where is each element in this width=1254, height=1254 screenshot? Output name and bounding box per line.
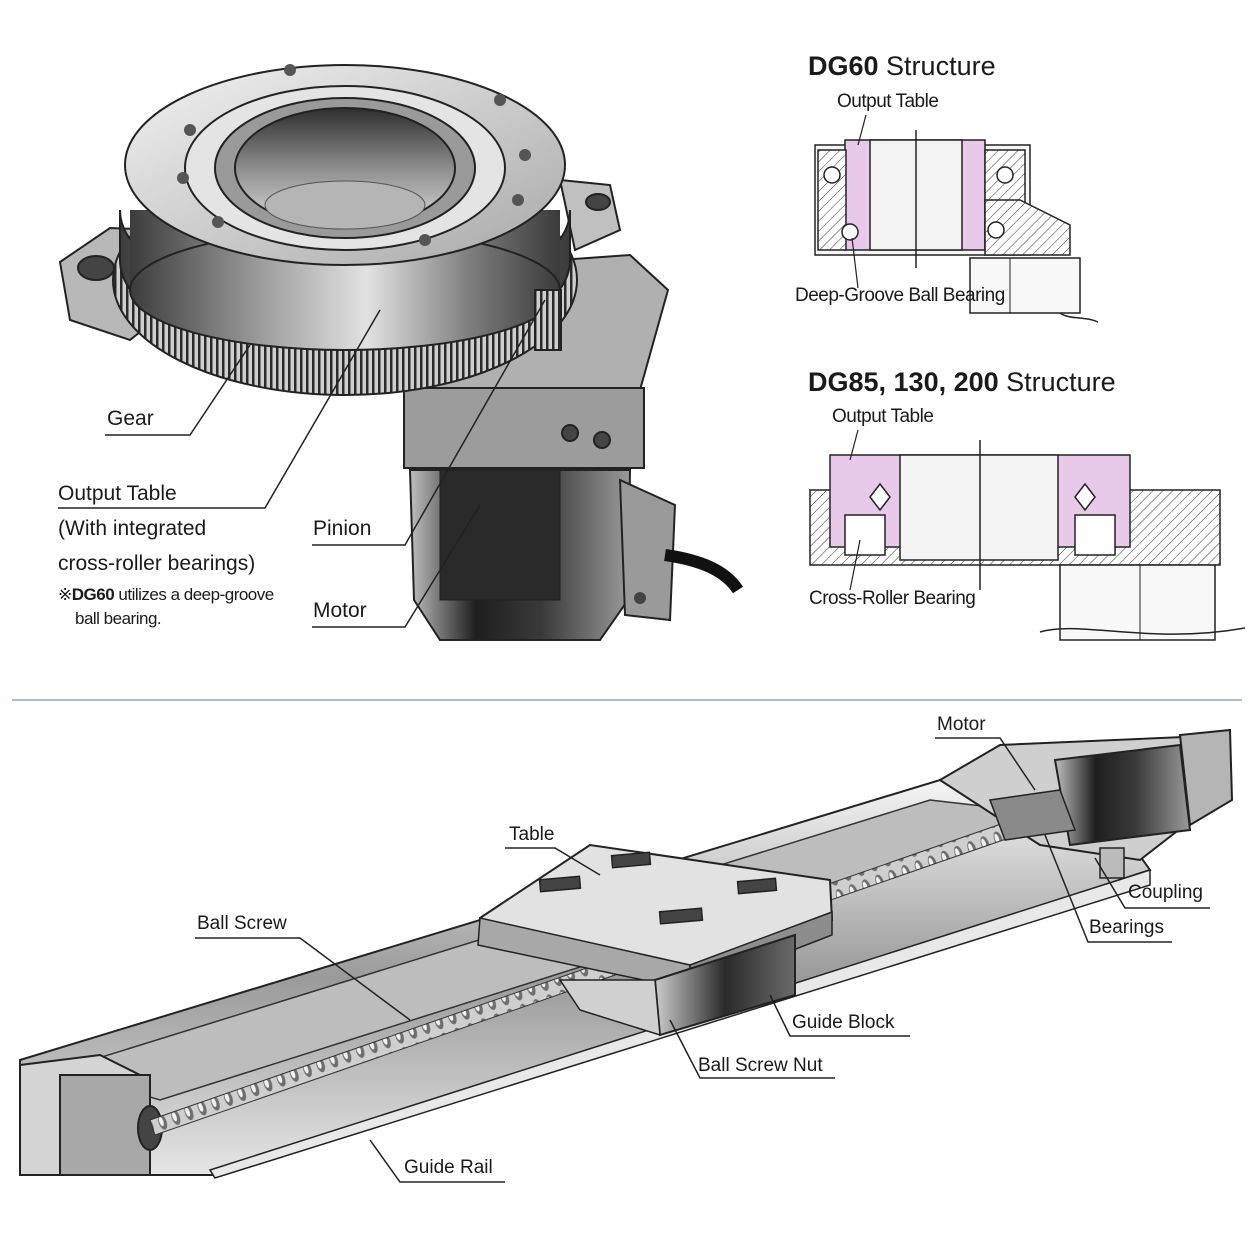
linear-actuator-illustration <box>19 728 1234 1179</box>
label-bearings: Bearings <box>1089 917 1164 938</box>
dg85-title: DG85, 130, 200 Structure <box>808 369 1116 396</box>
label-output-table-line2: (With integrated <box>58 517 207 540</box>
dg60-label-output-table: Output Table <box>837 91 939 112</box>
label-pinion: Pinion <box>313 517 372 540</box>
label-gear: Gear <box>107 407 154 430</box>
label-coupling: Coupling <box>1128 882 1203 903</box>
dg60-title-rest: Structure <box>878 51 996 81</box>
dg85-section-drawing <box>809 429 1246 641</box>
note-rest: utilizes a deep-groove <box>114 585 274 604</box>
dg60-section-drawing <box>814 114 1099 323</box>
rotary-leader-lines <box>58 299 546 628</box>
label-linear-motor: Motor <box>937 714 986 735</box>
note-mark: ※ <box>58 585 72 604</box>
label-ball-screw-nut: Ball Screw Nut <box>698 1055 823 1076</box>
label-output-table-line3: cross-roller bearings) <box>58 552 256 575</box>
dg85-title-bold: DG85, 130, 200 <box>808 367 999 397</box>
dg60-title: DG60 Structure <box>808 53 996 80</box>
rotary-motor-body <box>408 469 744 641</box>
rotary-pinion <box>534 289 562 351</box>
label-guide-block: Guide Block <box>792 1012 895 1033</box>
note-bold: DG60 <box>71 585 115 604</box>
label-table: Table <box>509 824 555 845</box>
label-rotary-motor: Motor <box>313 599 367 622</box>
label-guide-rail: Guide Rail <box>404 1157 493 1178</box>
dg85-title-rest: Structure <box>998 367 1116 397</box>
dg85-label-bearing: Cross-Roller Bearing <box>809 588 976 609</box>
linear-leader-lines <box>195 737 1210 1183</box>
label-ball-screw: Ball Screw <box>197 913 287 934</box>
dg85-label-output-table: Output Table <box>832 406 934 427</box>
dg60-title-bold: DG60 <box>808 51 879 81</box>
rotary-output-table <box>112 64 578 396</box>
label-output-table: Output Table <box>58 482 177 505</box>
dg60-label-bearing: Deep-Groove Ball Bearing <box>795 285 1005 306</box>
label-dg60-note: ※DG60 utilizes a deep-groove <box>58 585 274 605</box>
label-dg60-note-line2: ball bearing. <box>75 609 162 628</box>
